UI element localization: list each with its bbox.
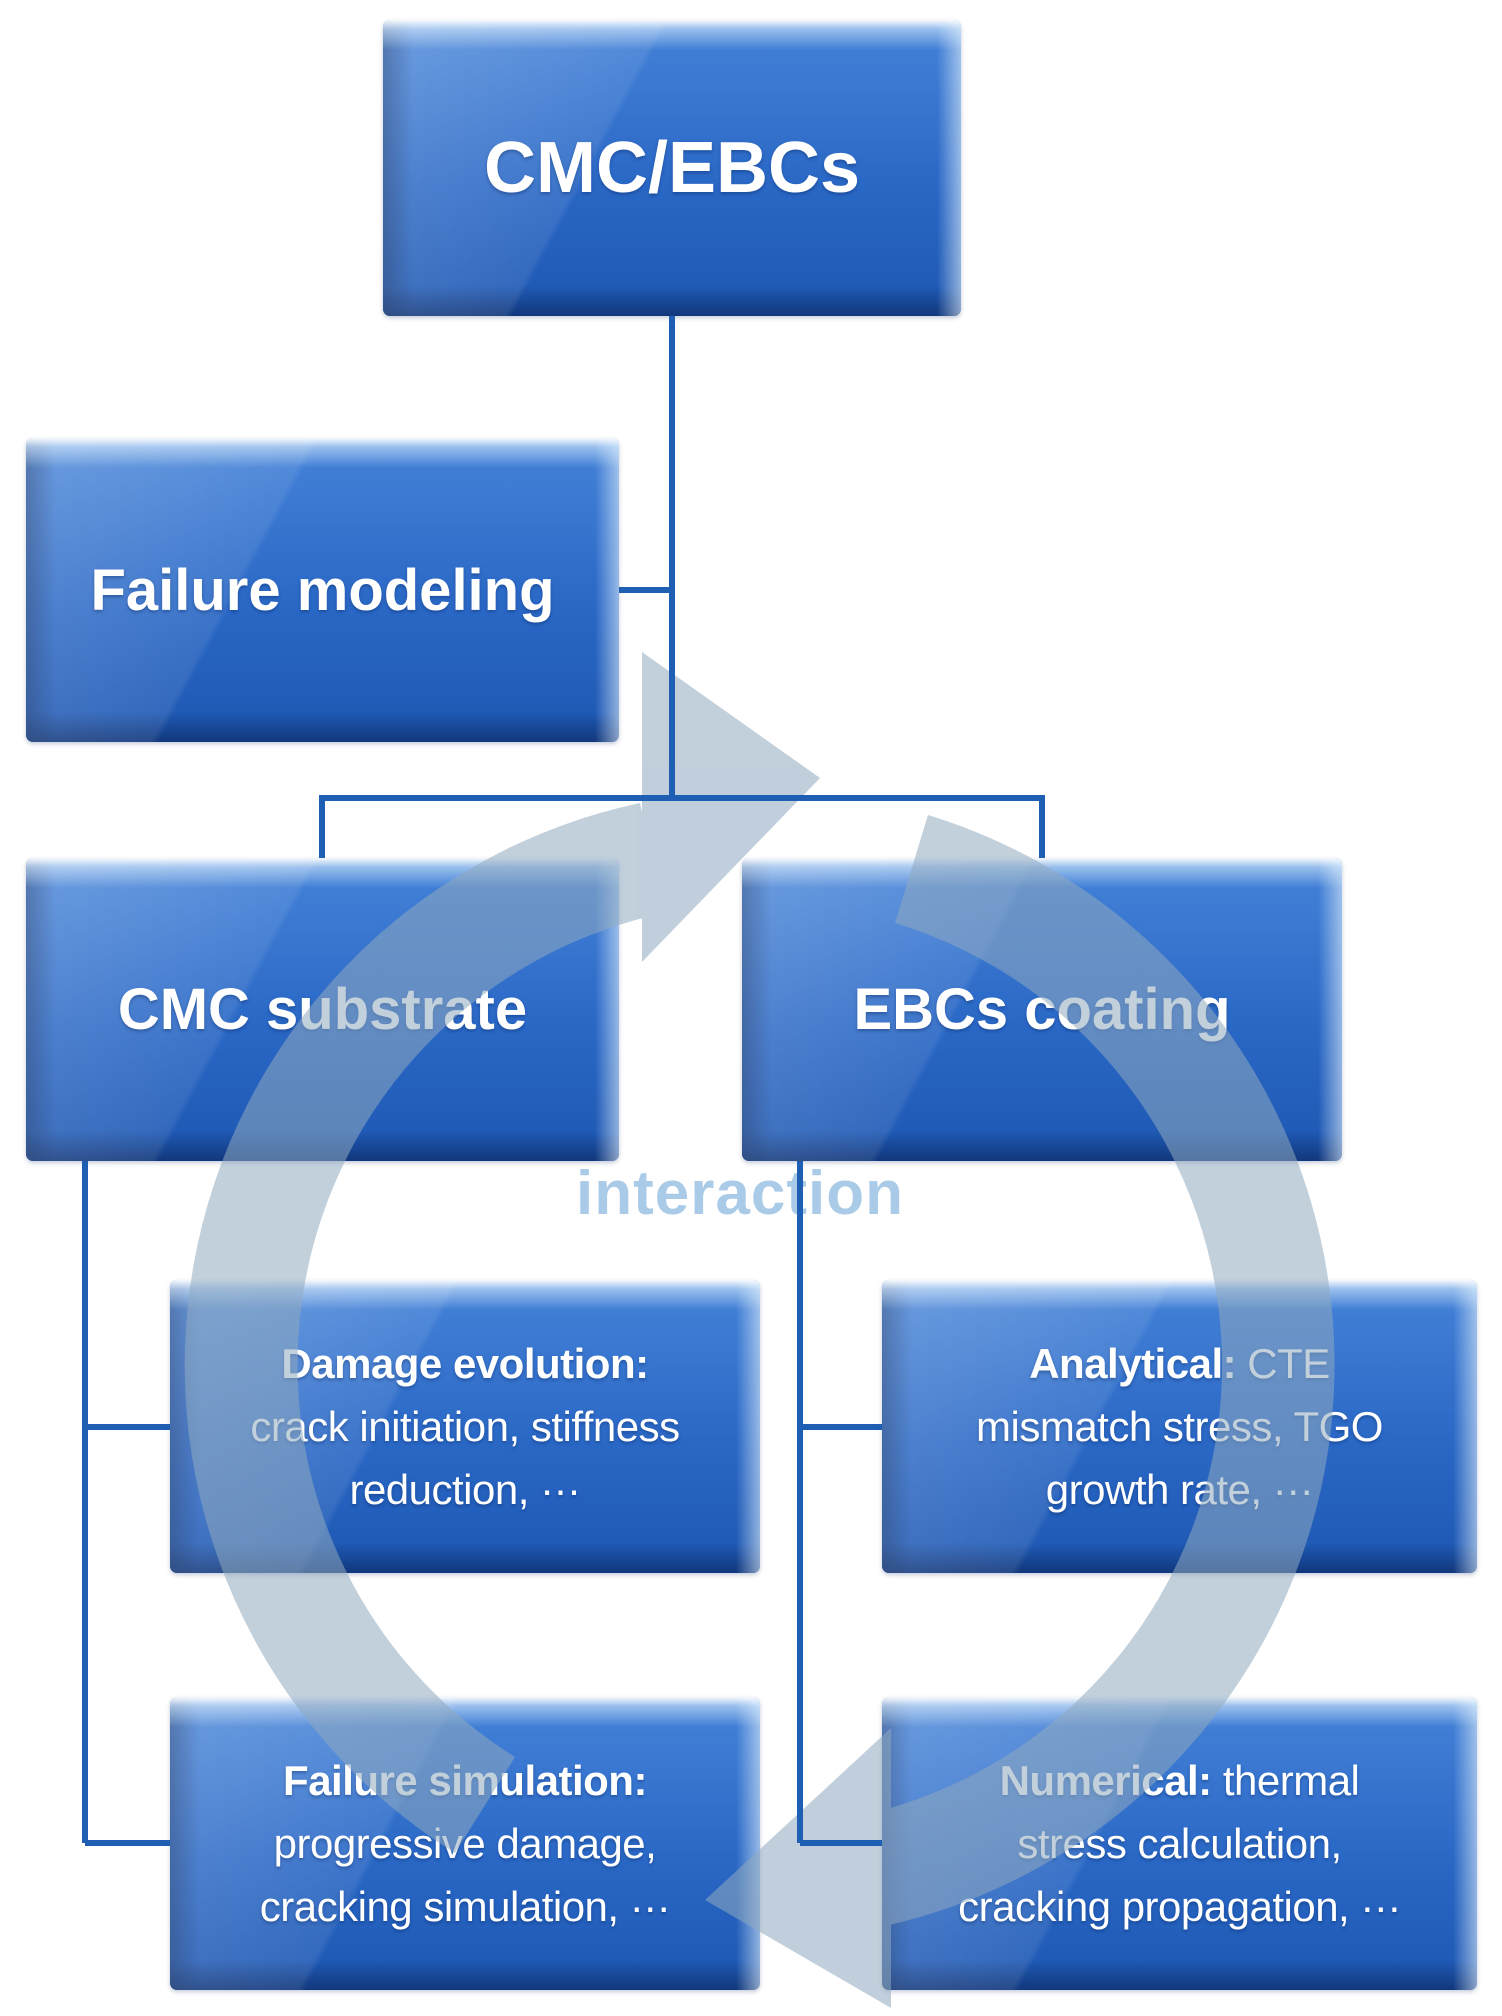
node-failure-simulation: Failure simulation: progressive damage, …: [170, 1697, 760, 1990]
connector-branch-bar: [319, 795, 1045, 858]
node-cmc-ebcs: CMC/EBCs: [383, 20, 961, 316]
node-failure-modeling: Failure modeling: [26, 438, 619, 742]
node-numerical: Numerical: thermal stress calculation, c…: [882, 1697, 1477, 1990]
node-label: Damage evolution: crack initiation, stif…: [240, 1332, 689, 1521]
node-label: Analytical: CTE mismatch stress, TGO gro…: [966, 1332, 1393, 1521]
node-label: CMC/EBCs: [483, 128, 861, 208]
node-damage-evolution: Damage evolution: crack initiation, stif…: [170, 1280, 760, 1573]
node-label: Failure modeling: [90, 557, 555, 623]
leaf-body: progressive damage, cracking simulation,…: [259, 1820, 671, 1930]
leaf-lead: Numerical:: [999, 1757, 1213, 1804]
node-label: EBCs coating: [853, 977, 1231, 1042]
connector-left-chain: [82, 1161, 170, 1846]
leaf-body: crack initiation, stiffness reduction, ·…: [250, 1403, 680, 1513]
leaf-lead: Analytical:: [1029, 1340, 1237, 1387]
node-label: Failure simulation: progressive damage, …: [250, 1749, 680, 1938]
node-cmc-substrate: CMC substrate: [26, 858, 619, 1161]
connector-right-chain: [797, 1161, 882, 1846]
leaf-lead: Damage evolution:: [281, 1340, 649, 1387]
node-label: Numerical: thermal stress calculation, c…: [948, 1749, 1411, 1938]
interaction-label: interaction: [576, 1159, 904, 1228]
node-label: CMC substrate: [117, 977, 528, 1042]
node-ebcs-coating: EBCs coating: [742, 858, 1342, 1161]
node-analytical: Analytical: CTE mismatch stress, TGO gro…: [882, 1280, 1477, 1573]
leaf-lead: Failure simulation:: [283, 1757, 647, 1804]
